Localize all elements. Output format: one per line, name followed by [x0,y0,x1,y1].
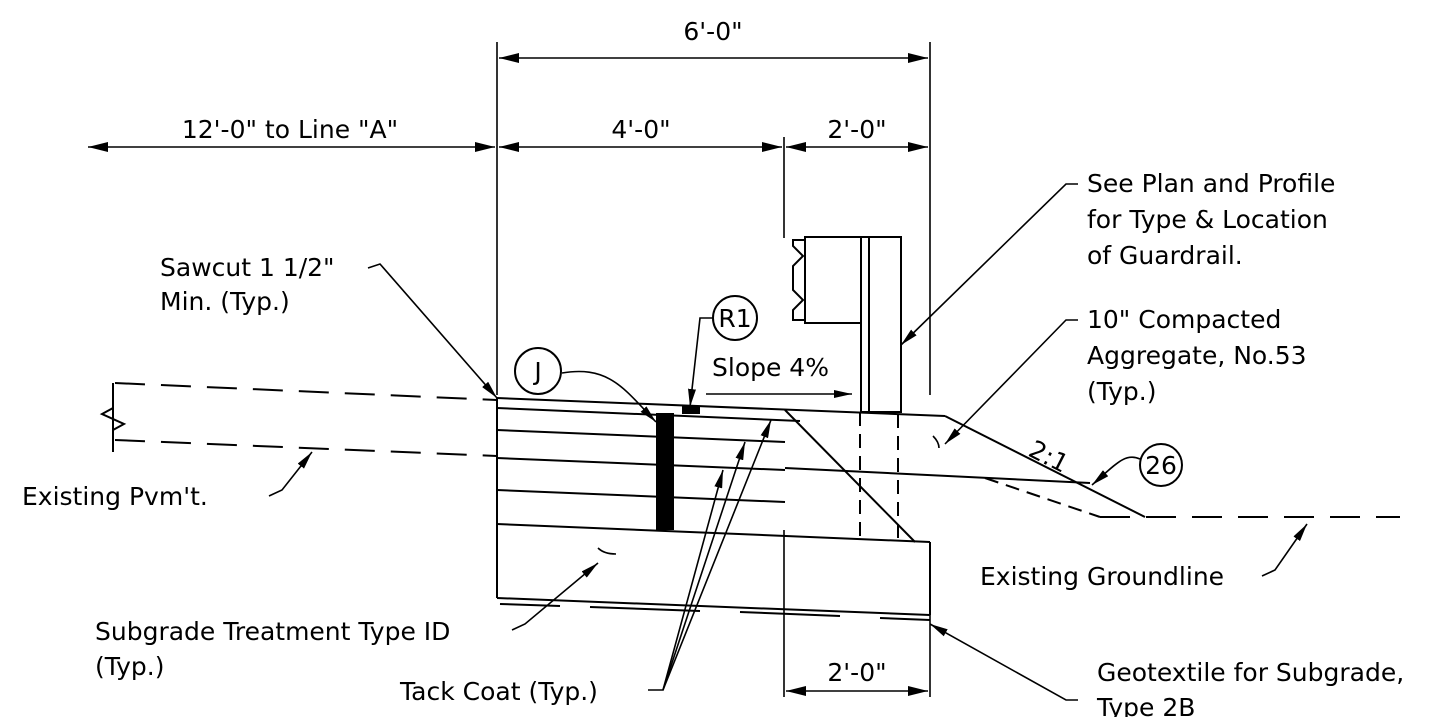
geotextile-label-line2: Type 2B [1096,693,1195,717]
dim-bottom-label: 2'-0" [827,658,886,687]
slope-label: Slope 4% [712,353,829,382]
callout-circle-26 [1139,443,1183,487]
tack-coat-label: Tack Coat (Typ.) [399,677,598,706]
existing-pavement-lines [99,382,498,457]
side-slope-label: 2:1 [1024,435,1073,479]
pavement-section [496,397,1400,621]
callout-26-label: 26 [1145,451,1177,480]
guardrail-label-line2: for Type & Location [1087,205,1328,234]
aggregate-label-line2: Aggregate, No.53 [1087,341,1307,370]
dimension-lines [88,42,931,697]
dim-overall-label: 6'-0" [683,17,742,46]
callout-circle-r1 [712,295,758,341]
guardrail [792,236,902,413]
dim-line-a-label: 12'-0" to Line "A" [182,115,398,144]
guardrail-label-line1: See Plan and Profile [1087,169,1335,198]
subgrade-label-line1: Subgrade Treatment Type ID [95,617,450,646]
geotextile-label-line1: Geotextile for Subgrade, [1097,658,1404,687]
aggregate-label-line1: 10" Compacted [1087,305,1281,334]
existing-groundline-label: Existing Groundline [980,562,1224,591]
aggregate-label-line3: (Typ.) [1087,377,1157,406]
existing-pavement-label: Existing Pvm't. [22,482,208,511]
dim-left-label: 4'-0" [611,115,670,144]
guardrail-label-line3: of Guardrail. [1087,241,1243,270]
callout-r1-label: R1 [718,304,751,333]
sawcut-label-line2: Min. (Typ.) [160,287,290,316]
sawcut-label-line1: Sawcut 1 1/2" [160,253,335,282]
leader-lines [268,183,1308,701]
dim-right-label: 2'-0" [827,115,886,144]
callout-circle-j [514,347,562,395]
callout-j-label: J [532,357,541,386]
subgrade-label-line2: (Typ.) [95,652,165,681]
